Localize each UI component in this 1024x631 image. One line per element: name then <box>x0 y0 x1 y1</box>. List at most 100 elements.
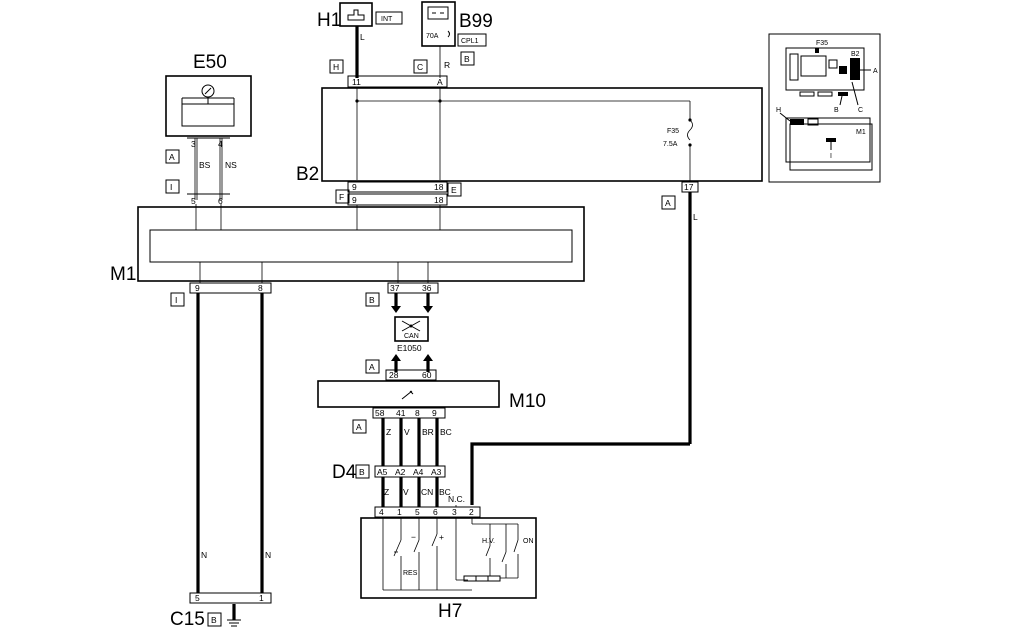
m1-label: M1 <box>110 264 136 285</box>
svg-text:1: 1 <box>259 593 264 603</box>
b99-label: B99 <box>459 11 493 32</box>
svg-text:M1: M1 <box>856 129 866 136</box>
svg-text:5: 5 <box>191 196 196 206</box>
svg-text:B: B <box>211 615 217 625</box>
fuse-f35-label: F35 <box>667 128 679 135</box>
ground-icon <box>227 619 241 627</box>
svg-text:41: 41 <box>396 408 406 418</box>
svg-text:8: 8 <box>258 283 263 293</box>
tag-b-b99 <box>460 51 475 66</box>
svg-text:60: 60 <box>422 370 432 380</box>
svg-text:A: A <box>356 422 362 432</box>
svg-text:18: 18 <box>434 195 444 205</box>
h1-label: H1 <box>317 10 341 31</box>
component-m1: M1 9 8 37 36 <box>110 206 585 294</box>
svg-text:A: A <box>873 68 878 75</box>
tag-f <box>335 189 350 204</box>
svg-text:V: V <box>404 427 410 437</box>
svg-text:B2: B2 <box>851 51 860 58</box>
svg-text:E: E <box>451 185 457 195</box>
connector-d4: D4 B A5 A2 A4 A3 <box>332 462 446 483</box>
tag-b-m1 <box>365 292 380 307</box>
svg-text:5: 5 <box>415 507 420 517</box>
component-h7: 4 1 5 6 3 2 RES − + <box>360 506 537 622</box>
svg-text:9: 9 <box>352 182 357 192</box>
svg-text:A: A <box>437 77 443 87</box>
svg-text:H: H <box>776 107 781 114</box>
tag-a-m10top <box>365 359 380 374</box>
component-m10: M10 58 41 8 9 <box>317 380 546 419</box>
svg-text:B: B <box>834 107 839 114</box>
svg-text:CAN: CAN <box>404 333 419 340</box>
b2-label: B2 <box>296 164 319 185</box>
svg-text:BC: BC <box>439 487 451 497</box>
svg-text:CN: CN <box>421 487 433 497</box>
svg-text:A3: A3 <box>431 467 442 477</box>
svg-text:C: C <box>417 62 423 72</box>
svg-text:5: 5 <box>195 593 200 603</box>
component-e50: E50 3 4 <box>165 52 252 149</box>
svg-text:N: N <box>201 550 207 560</box>
can-network-icon <box>401 320 421 332</box>
svg-text:6: 6 <box>433 507 438 517</box>
svg-text:F35: F35 <box>816 40 828 47</box>
connector-c15: 5 1 C15 B <box>170 592 272 630</box>
battery-icon <box>427 6 449 20</box>
lamp-icon <box>347 9 365 21</box>
component-e1050: CAN E1050 <box>394 316 429 353</box>
nc-label: N.C. <box>448 494 465 504</box>
svg-text:−: − <box>411 532 416 542</box>
res-label: RES <box>403 570 418 577</box>
svg-text:Z: Z <box>384 487 389 497</box>
svg-text:I: I <box>170 182 172 192</box>
svg-text:BC: BC <box>440 427 452 437</box>
fuse-70a: 70A <box>426 33 439 40</box>
d4-label: D4 <box>332 462 357 483</box>
fuse-rating: 7.5A <box>663 141 678 148</box>
svg-text:18: 18 <box>434 182 444 192</box>
wire-bs: BS <box>199 160 211 170</box>
svg-text:11: 11 <box>352 77 361 87</box>
svg-text:I: I <box>175 295 177 305</box>
svg-text:C: C <box>858 107 863 114</box>
pin-e50-4: 4 <box>218 139 223 149</box>
svg-text:N: N <box>265 550 271 560</box>
tag-a-e50 <box>165 149 180 164</box>
svg-text:+: + <box>439 532 444 542</box>
e1050-label: E1050 <box>397 343 422 353</box>
int-label: INT <box>381 16 393 23</box>
svg-text:8: 8 <box>415 408 420 418</box>
tag-c <box>413 59 428 74</box>
tag-a-m10 <box>352 419 367 434</box>
tag-i-e50 <box>165 179 180 194</box>
svg-text:6: 6 <box>218 196 223 206</box>
svg-text:B: B <box>369 295 375 305</box>
component-b2: B2 11 A F35 7.5A 9 18 17 <box>296 75 763 193</box>
tag-e <box>447 182 462 197</box>
pin-e50-3: 3 <box>191 139 196 149</box>
svg-text:A5: A5 <box>377 467 388 477</box>
svg-text:58: 58 <box>375 408 385 418</box>
svg-text:A4: A4 <box>413 467 424 477</box>
location-inset: F35 B2 A B C H M1 I <box>768 33 881 183</box>
svg-text:37: 37 <box>390 283 400 293</box>
svg-text:L: L <box>360 32 365 42</box>
m10-label: M10 <box>509 391 546 412</box>
component-b99: B99 70A CPL1 R <box>421 1 493 78</box>
component-h1: H1 INT L <box>317 2 403 78</box>
svg-text:L: L <box>693 212 698 222</box>
svg-text:28: 28 <box>389 370 399 380</box>
wire-ns: NS <box>225 160 237 170</box>
c15-label: C15 <box>170 609 205 630</box>
svg-text:A2: A2 <box>395 467 406 477</box>
svg-text:3: 3 <box>452 507 457 517</box>
svg-text:9: 9 <box>432 408 437 418</box>
svg-text:9: 9 <box>352 195 357 205</box>
speedometer-icon <box>201 84 215 98</box>
hv-label: H.V. <box>482 538 495 545</box>
svg-text:BR: BR <box>422 427 434 437</box>
svg-text:V: V <box>403 487 409 497</box>
cpl1-label: CPL1 <box>461 38 479 45</box>
svg-text:B: B <box>359 467 365 477</box>
